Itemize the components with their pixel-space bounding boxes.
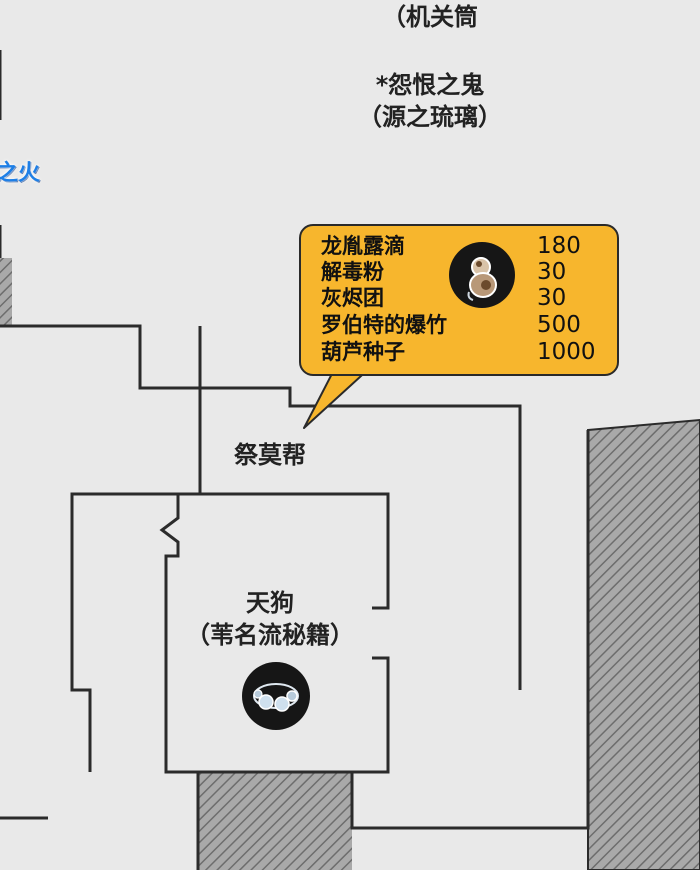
wall-bottom-pit	[350, 430, 590, 830]
area-label: 祭莫帮	[234, 441, 306, 469]
shop-item-name: 罗伯特的爆竹	[321, 313, 447, 337]
shop-item-name: 解毒粉	[321, 260, 384, 284]
shop-item-price: 500	[537, 312, 581, 338]
wall-inner-notch	[159, 494, 390, 774]
shop-item-price: 30	[537, 285, 567, 311]
wall-corridor-right	[200, 386, 522, 690]
upper-item-label: （机关筒	[382, 3, 478, 31]
wall-inner-chamber	[178, 492, 390, 610]
blocked-area-bottom	[198, 772, 352, 870]
enemy-label: *怨恨之鬼	[375, 71, 485, 99]
shop-item-price: 1000	[537, 339, 596, 365]
prayer-beads-icon	[242, 662, 310, 730]
shop-item-name: 葫芦种子	[321, 340, 405, 364]
shop-item-name: 龙胤露滴	[321, 234, 405, 258]
shop-item-price: 180	[537, 233, 581, 259]
enemy-drop-label: （源之琉璃）	[358, 103, 502, 131]
wall-outer-chamber	[70, 492, 178, 772]
wall-upper-corridor	[0, 324, 202, 390]
area-banner-label: 之火	[0, 161, 41, 186]
blocked-area-right	[587, 418, 700, 870]
boss-name-label: 天狗	[246, 589, 294, 617]
gourd-seed-icon	[449, 242, 515, 308]
shop-callout: 龙胤露滴 180 解毒粉 30 灰烬团 30 罗伯特的爆竹 500 葫芦种子 1…	[299, 224, 619, 376]
shop-item-name: 灰烬团	[321, 286, 384, 310]
blocked-area-left	[0, 258, 12, 326]
shop-item-price: 30	[537, 259, 567, 285]
boss-drop-label: （苇名流秘籍）	[186, 621, 354, 649]
